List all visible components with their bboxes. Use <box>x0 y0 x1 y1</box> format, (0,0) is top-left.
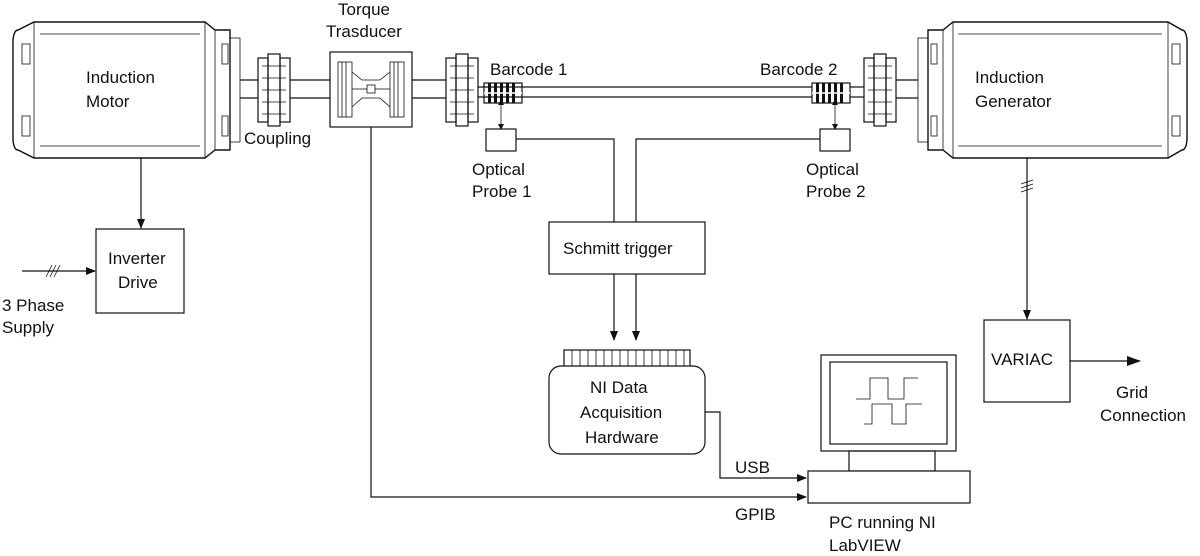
induction-generator-label-2: Generator <box>975 92 1052 111</box>
induction-generator-label-1: Induction <box>975 68 1044 87</box>
optical-probe-1-label-2: Probe 1 <box>472 182 532 201</box>
barcode-2: Barcode 2 <box>760 60 851 104</box>
computer-monitor-icon <box>807 354 971 504</box>
ni-daq-label-3: Hardware <box>585 428 659 447</box>
coupling-icon-2 <box>445 53 479 127</box>
grid-connection-label-2: Connection <box>1100 406 1186 425</box>
barcode-2-label: Barcode 2 <box>760 60 838 79</box>
optical-probe-2-box <box>819 128 851 152</box>
optical-probe-1-box <box>485 128 517 152</box>
inverter-drive-label-1: Inverter <box>108 249 166 268</box>
pc-label-2: LabVIEW <box>829 536 901 555</box>
supply-label-1: 3 Phase <box>2 296 64 315</box>
daq-connector-icon <box>563 349 691 369</box>
torque-transducer: Torque Trasducer <box>326 0 413 128</box>
torque-transducer-label-1: Torque <box>338 0 390 19</box>
pc-running-labview: PC running NI LabVIEW <box>807 354 971 555</box>
variac-label: VARIAC <box>991 350 1053 369</box>
induction-motor: Induction Motor <box>12 21 241 159</box>
supply-label-2: Supply <box>2 318 54 337</box>
optical-probe-1-label-1: Optical <box>472 160 525 179</box>
induction-generator-icon <box>917 21 1188 159</box>
variac: VARIAC <box>983 319 1071 403</box>
barcode-icon <box>483 82 523 104</box>
induction-generator: Induction Generator <box>917 21 1188 159</box>
optical-probe-2-label-2: Probe 2 <box>806 182 866 201</box>
schmitt-trigger-label: Schmitt trigger <box>563 239 673 258</box>
induction-motor-label-1: Induction <box>86 68 155 87</box>
coupling-label: Coupling <box>244 129 311 148</box>
optical-probe-2: Optical Probe 2 <box>806 99 866 201</box>
coupling-icon-3 <box>863 53 897 127</box>
grid-connection-label-1: Grid <box>1116 383 1148 402</box>
barcode-1: Barcode 1 <box>483 60 568 104</box>
three-phase-supply: 3 Phase Supply <box>2 264 96 337</box>
coupling-icon <box>257 53 291 127</box>
schmitt-trigger: Schmitt trigger <box>548 221 706 275</box>
optical-probe-2-label-1: Optical <box>806 160 859 179</box>
ni-daq-label-1: NI Data <box>590 378 648 397</box>
torque-transducer-icon <box>329 51 413 128</box>
usb-label: USB <box>735 458 770 477</box>
optical-probe-1: Optical Probe 1 <box>472 99 532 201</box>
inverter-drive-label-2: Drive <box>118 273 158 292</box>
pc-label-1: PC running NI <box>829 513 936 532</box>
induction-motor-icon <box>12 21 241 159</box>
induction-motor-label-2: Motor <box>86 92 130 111</box>
inverter-drive: Inverter Drive <box>95 228 185 314</box>
torque-transducer-label-2: Trasducer <box>326 22 402 41</box>
ni-daq-label-2: Acquisition <box>580 403 662 422</box>
barcode-1-label: Barcode 1 <box>490 60 568 79</box>
gpib-label: GPIB <box>735 505 776 524</box>
ni-daq-hardware: NI Data Acquisition Hardware <box>548 349 706 455</box>
barcode-icon-2 <box>811 82 851 104</box>
